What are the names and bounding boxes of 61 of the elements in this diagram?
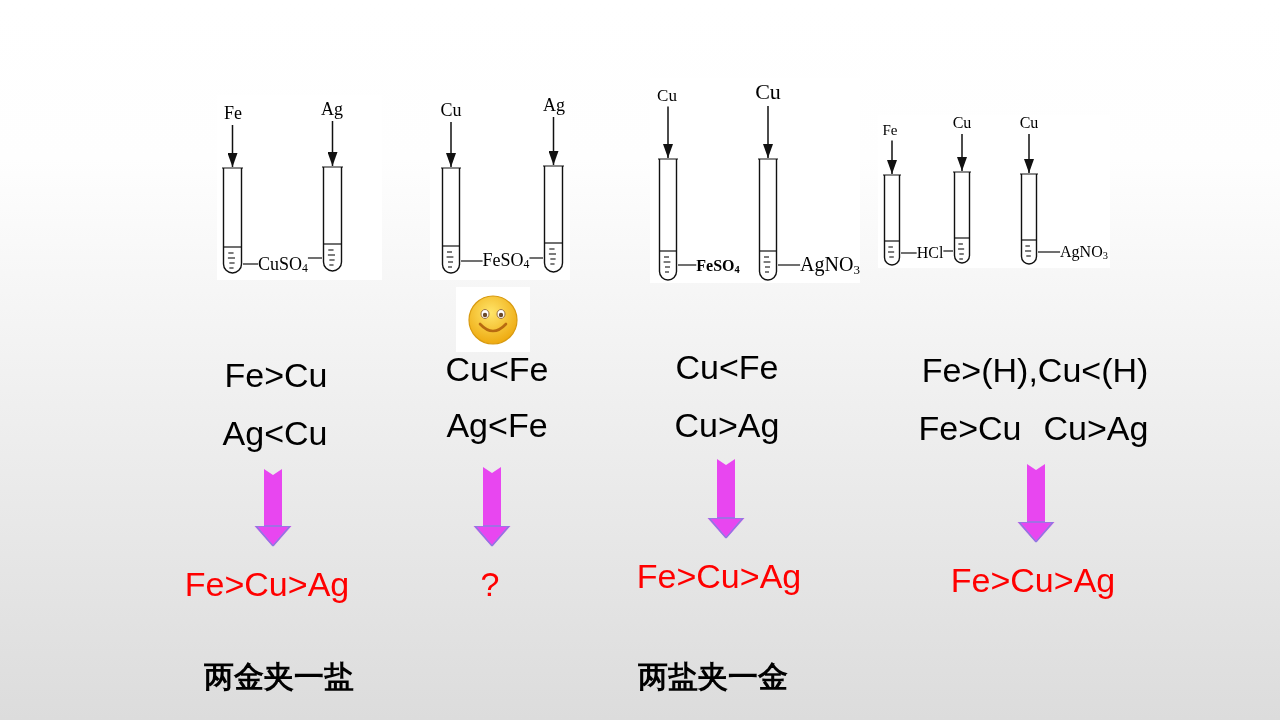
- leader-line: [900, 252, 918, 254]
- comparison-text: Fe>Cu: [918, 411, 1022, 445]
- comparison-text: Fe>Cu: [224, 358, 328, 392]
- solution-label: CuSO$_{4}$: [258, 255, 308, 273]
- result-text: Fe>Cu>Ag: [950, 563, 1116, 597]
- metal-label: Cu: [440, 101, 462, 119]
- metal-label: Fe: [224, 104, 242, 122]
- metal-label: Fe: [882, 122, 898, 138]
- test-tube: [222, 167, 243, 274]
- test-tube: [658, 158, 678, 281]
- test-tube: [758, 158, 778, 281]
- metal-label: Ag: [543, 96, 565, 114]
- leader-line: [777, 264, 801, 266]
- arrow: [663, 105, 673, 159]
- result-text: Fe>Cu>Ag: [636, 559, 802, 593]
- comparison-text: Cu<Fe: [675, 350, 779, 384]
- metal-label: Ag: [321, 100, 343, 118]
- result-text: ?: [480, 567, 500, 601]
- arrow: [1024, 133, 1034, 174]
- test-tube: [883, 174, 901, 266]
- arrow: [327, 120, 338, 167]
- comparison-text: Cu>Ag: [1043, 411, 1149, 445]
- leader-line: [528, 257, 544, 259]
- test-tube: [322, 166, 343, 272]
- leader-line: [677, 264, 697, 266]
- result-text: Fe>Cu>Ag: [184, 567, 350, 601]
- method-label: 两金夹一盐: [204, 662, 354, 692]
- metal-label: Cu: [952, 115, 972, 131]
- metal-label: Cu: [755, 81, 781, 103]
- leader-line: [307, 257, 323, 259]
- test-tube: [543, 165, 564, 273]
- leader-line: [942, 250, 954, 252]
- block-arrow: [473, 467, 511, 547]
- solution-label: FeSO$_{4}$: [696, 258, 740, 274]
- arrow: [887, 139, 897, 175]
- arrow: [763, 105, 773, 159]
- comparison-text: Cu<Fe: [445, 352, 549, 386]
- arrow: [548, 116, 559, 166]
- solution-label: AgNO$_{3}$: [800, 254, 860, 274]
- comparison-text: Ag<Cu: [222, 416, 328, 450]
- solution-label: AgNO$_{3}$: [1060, 244, 1108, 260]
- arrow: [446, 121, 456, 168]
- leader-line: [242, 263, 259, 265]
- comparison-text: Ag<Fe: [446, 408, 548, 442]
- comparison-text: Cu>Ag: [674, 408, 780, 442]
- metal-label: Cu: [1019, 115, 1039, 131]
- arrow: [227, 124, 238, 168]
- block-arrow: [1017, 464, 1055, 543]
- leader-line: [460, 260, 484, 262]
- solution-label: FeSO$_{4}$: [482, 251, 530, 269]
- block-arrow: [707, 459, 745, 539]
- test-tube: [441, 167, 461, 274]
- leader-line: [1037, 251, 1061, 253]
- solution-label: HCl: [916, 245, 944, 261]
- test-tube: [1020, 173, 1038, 265]
- block-arrow: [254, 469, 292, 547]
- test-tube: [953, 171, 971, 264]
- arrow: [957, 133, 967, 172]
- comparison-text: Fe>(H),Cu<(H): [921, 353, 1149, 387]
- metal-label: Cu: [657, 86, 677, 104]
- method-label: 两盐夹一金: [638, 662, 788, 692]
